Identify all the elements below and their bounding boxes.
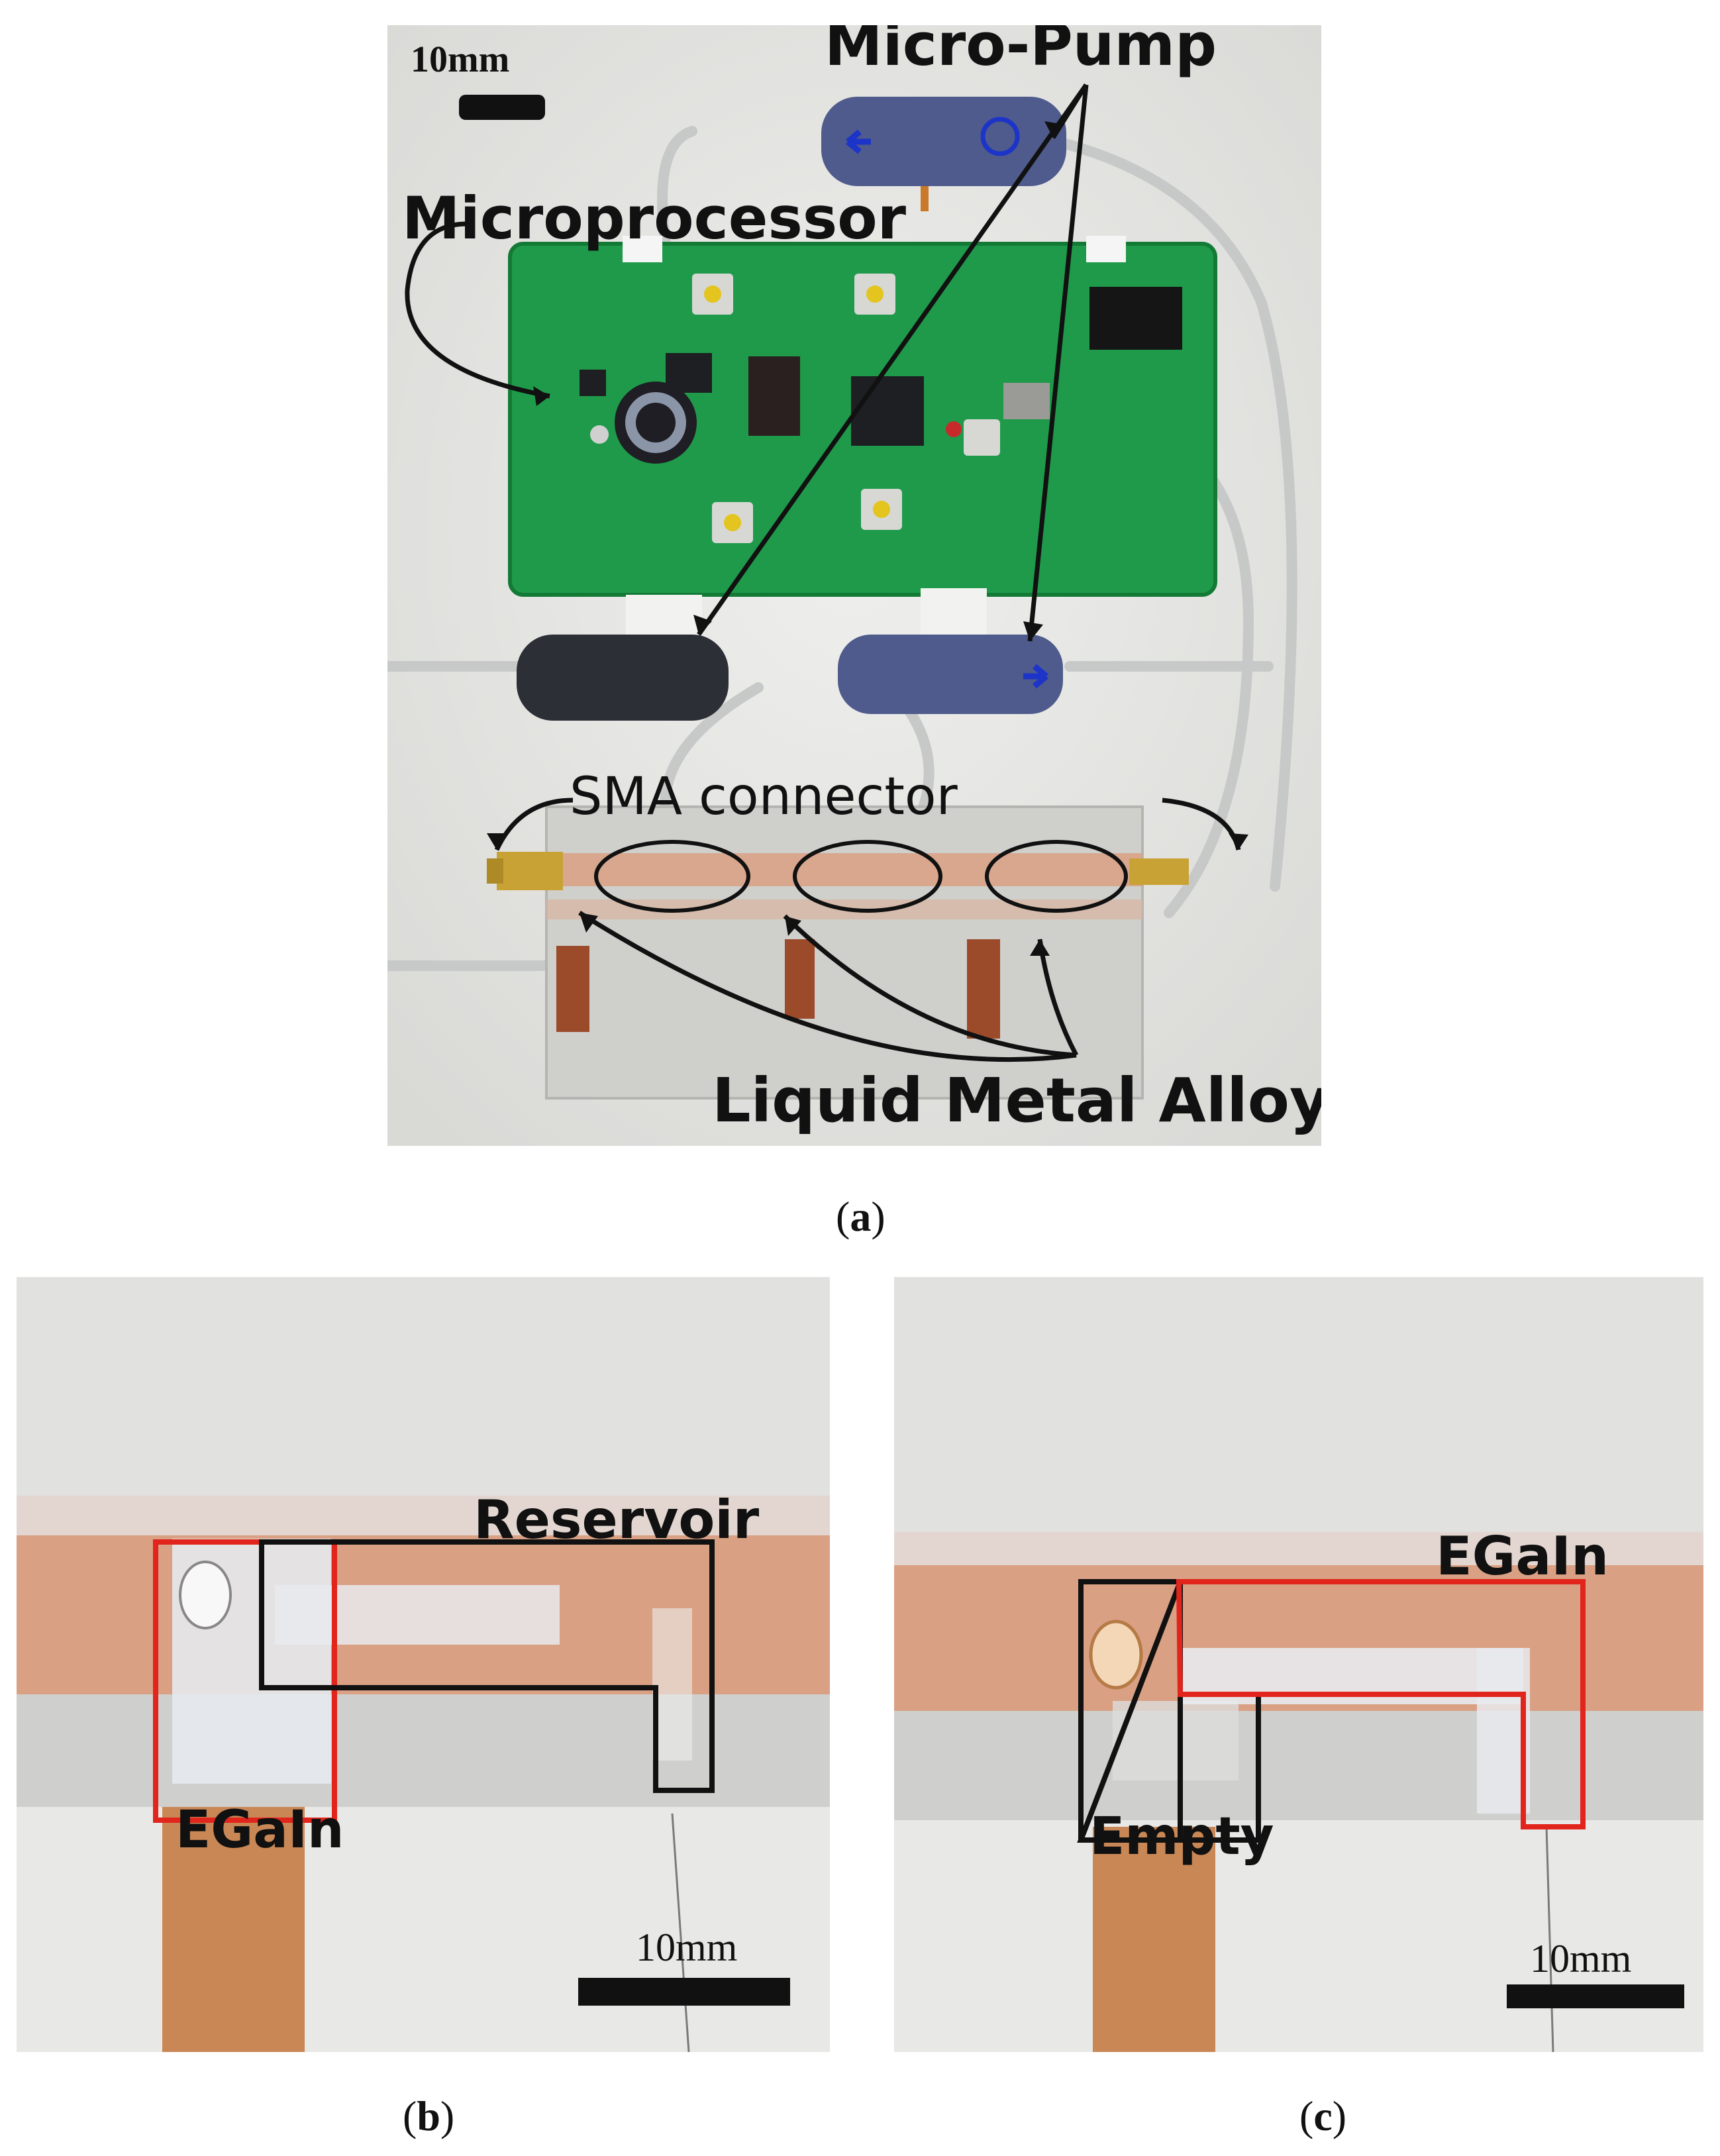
sma-connector-right xyxy=(1129,858,1189,885)
scale-label-c: 10mm xyxy=(1530,1937,1632,1980)
micro-pump-bottom-left xyxy=(517,635,729,721)
feed-line xyxy=(162,1807,305,2052)
feed-line xyxy=(1093,1827,1215,2052)
panel-b-illustration xyxy=(17,1277,830,2052)
microprocessor-board xyxy=(508,236,1217,666)
scale-bar-b xyxy=(578,1978,790,2006)
panel-b-photo: Reservoir EGaIn 10mm xyxy=(17,1277,830,2052)
annotation-arrows xyxy=(405,83,1241,1062)
egain-label-b: EGaIn xyxy=(176,1800,344,1860)
liquid-metal-ellipses xyxy=(594,840,1128,913)
scale-bar-c xyxy=(1507,1984,1684,2008)
scale-label-b: 10mm xyxy=(636,1925,738,1969)
scale-bar-a xyxy=(459,95,545,120)
sma-connector-label: SMA connector xyxy=(570,767,958,827)
reservoir-label: Reservoir xyxy=(474,1489,760,1551)
egain-outline xyxy=(153,1539,337,1823)
egain-outline xyxy=(1176,1579,1586,1829)
annotation-arrowheads xyxy=(487,121,1248,956)
reservoir-outline xyxy=(259,1539,715,1793)
scale-label-a: 10mm xyxy=(411,39,510,80)
micro-pump-top xyxy=(821,97,1066,211)
substrate-strip xyxy=(894,1711,1703,1820)
caption-c: (c) xyxy=(1299,2092,1347,2139)
micro-pump-bottom-right xyxy=(838,635,1063,714)
sma-connector-left xyxy=(487,852,563,890)
panel-c-photo: EGaIn Empty 10mm xyxy=(894,1277,1703,2052)
panel-c-illustration xyxy=(894,1277,1703,2052)
liquid-metal-alloy-label: Liquid Metal Alloy xyxy=(712,1065,1321,1136)
microprocessor-label: Microprocessor xyxy=(402,184,907,252)
caption-a: (a) xyxy=(836,1193,885,1240)
empty-label: Empty xyxy=(1089,1807,1274,1867)
micro-pump-label: Micro-Pump xyxy=(825,25,1217,79)
egain-label-c: EGaIn xyxy=(1436,1525,1609,1587)
panel-a-illustration xyxy=(387,25,1321,1146)
caption-b: (b) xyxy=(403,2092,455,2139)
panel-a-photo: 10mm Micro-Pump Microprocessor SMA conne… xyxy=(387,25,1321,1146)
